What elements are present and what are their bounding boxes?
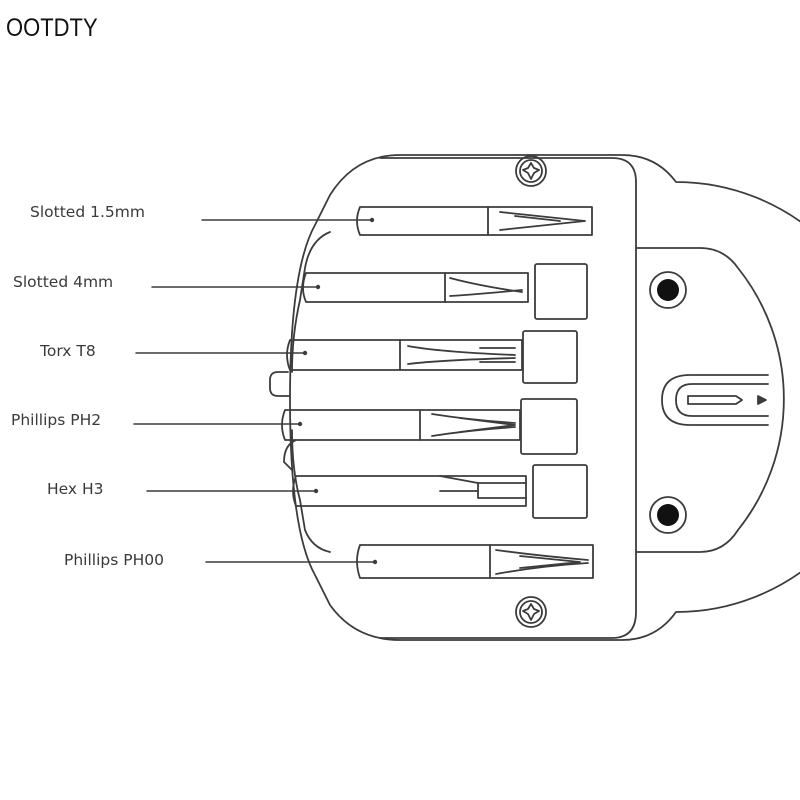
holder-plate (379, 157, 637, 639)
holder-outer-body (289, 154, 800, 641)
label-slotted-1-5mm: Slotted 1.5mm (30, 203, 145, 221)
side-slider-icon (661, 374, 769, 426)
bit-torx-t8 (286, 330, 578, 384)
label-phillips-ph00: Phillips PH00 (64, 551, 164, 569)
bit-slots (269, 231, 331, 553)
side-cap (635, 247, 785, 553)
bit-phillips-ph2 (281, 398, 578, 455)
lower-magnet-icon (649, 496, 687, 534)
bit-phillips-ph00 (356, 544, 594, 579)
label-hex-h3: Hex H3 (47, 480, 104, 498)
leader-tips (297, 217, 378, 565)
label-phillips-ph2: Phillips PH2 (11, 411, 102, 429)
top-screw-icon (515, 155, 547, 187)
bit-slotted-1-5mm (356, 206, 593, 236)
bottom-screw-icon (515, 596, 547, 628)
bit-hex-h3 (292, 464, 588, 519)
leader-lines (133, 219, 376, 563)
label-slotted-4mm: Slotted 4mm (13, 273, 114, 291)
brand-watermark: OOTDTY (6, 14, 98, 42)
bit-slotted-4mm (302, 263, 588, 320)
label-torx-t8: Torx T8 (40, 342, 96, 360)
upper-magnet-icon (649, 271, 687, 309)
